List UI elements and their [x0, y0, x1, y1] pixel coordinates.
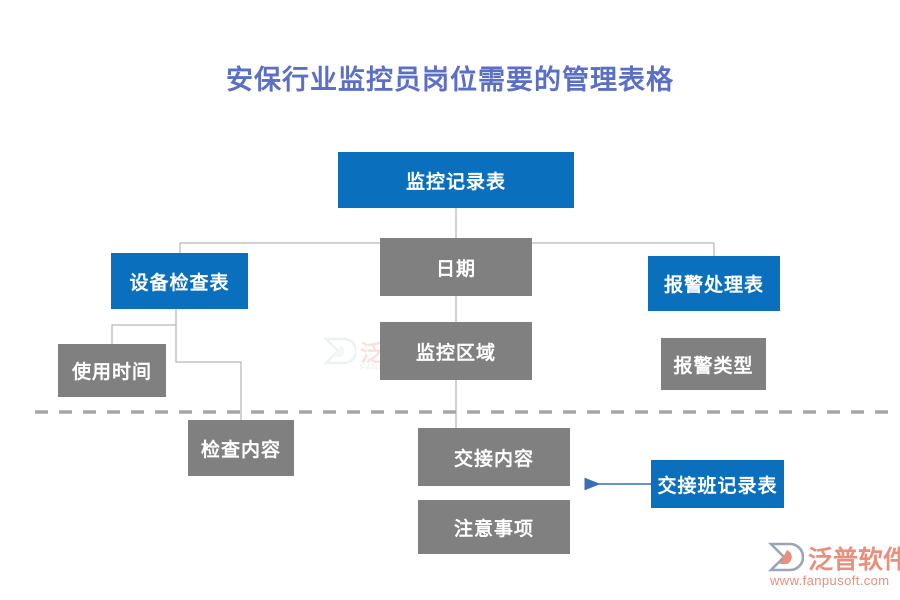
page-title: 安保行业监控员岗位需要的管理表格 — [226, 65, 674, 95]
brand-name: 泛普软件 — [808, 546, 900, 574]
fanpu-logo-icon — [768, 542, 804, 572]
brand-url: www.fanpusoft.com — [770, 573, 890, 588]
node-monitor-record[interactable]: 监控记录表 — [338, 152, 574, 208]
edge-n2-to-n5 — [111, 324, 176, 344]
node-alarm-handling[interactable]: 报警处理表 — [648, 256, 780, 311]
node-usage-time[interactable]: 使用时间 — [58, 344, 166, 397]
node-monitor-area[interactable]: 监控区域 — [380, 322, 532, 380]
node-shift-handover-record[interactable]: 交接班记录表 — [651, 460, 784, 508]
node-date[interactable]: 日期 — [380, 238, 532, 296]
edge-n2-to-n8 — [175, 325, 242, 420]
node-handover-content[interactable]: 交接内容 — [418, 428, 570, 486]
node-equipment-check[interactable]: 设备检查表 — [111, 253, 248, 309]
node-precautions[interactable]: 注意事项 — [418, 500, 570, 554]
node-alarm-type[interactable]: 报警类型 — [661, 338, 766, 390]
node-check-content[interactable]: 检查内容 — [188, 420, 294, 476]
brand-logo: 泛普软件 www.fanpusoft.com — [768, 540, 900, 592]
fanpu-watermark-icon — [323, 337, 356, 365]
